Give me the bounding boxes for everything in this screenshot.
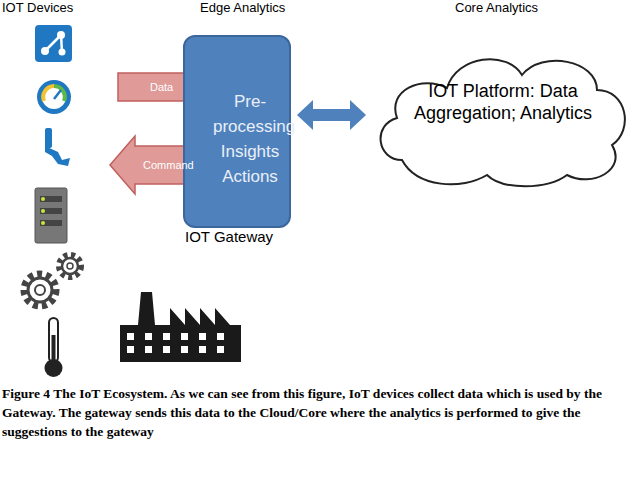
arrow-label: Command (143, 158, 194, 173)
column-heading: Core Analytics (455, 0, 538, 15)
factory-icon (120, 292, 241, 362)
gauge-icon (37, 80, 71, 114)
cloud-shape: IOT Platform: Data Aggregation; Analytic… (372, 40, 634, 190)
gateway-box: Pre- processing Insights ActionsIOT Gate… (183, 35, 291, 228)
thermometer-icon (45, 318, 63, 377)
gears-icon (24, 255, 81, 306)
network-icon (35, 25, 72, 62)
cloud-path (381, 59, 625, 186)
server-icon (35, 188, 67, 243)
gateway-heading: IOT Gateway (185, 228, 315, 246)
probe-icon (45, 128, 70, 166)
bidirectional-arrow (313, 109, 350, 121)
gateway-functions: Pre- processing Insights Actions (213, 89, 287, 189)
arrow-label: Data (150, 80, 173, 95)
figure-caption: Figure 4 The IoT Ecosystem. As we can se… (2, 384, 630, 441)
column-heading: IOT Devices (2, 0, 73, 15)
platform-text: IOT Platform: Data Aggregation; Analytic… (402, 80, 604, 124)
column-heading: Edge Analytics (200, 0, 285, 15)
